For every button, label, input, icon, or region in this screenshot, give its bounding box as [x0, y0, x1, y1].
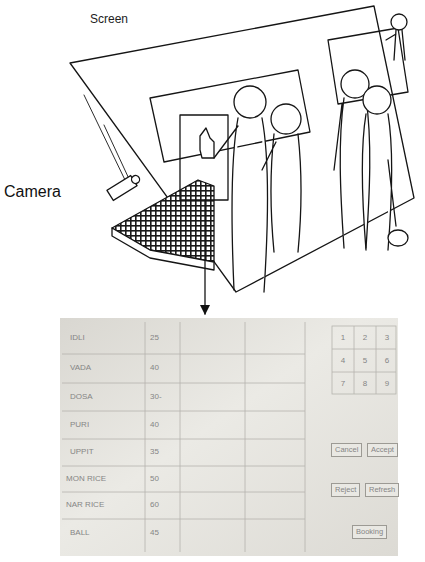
menu-item: NAR RICE	[66, 501, 104, 510]
button-box: Cancel	[331, 443, 362, 457]
button-label: Reject	[335, 486, 356, 494]
menu-item: MON RICE	[66, 475, 106, 484]
camera-base	[112, 228, 214, 270]
screen-photo	[60, 318, 398, 556]
menu-price: 25	[150, 334, 159, 343]
button-label: Refresh	[369, 486, 395, 494]
table-rule	[180, 322, 181, 552]
table-rule	[305, 322, 306, 552]
figure-label: Camera	[4, 183, 61, 201]
projected-panel	[150, 70, 310, 162]
keypad-digit: 5	[363, 357, 367, 366]
person-head	[391, 14, 407, 30]
person-body	[362, 114, 396, 250]
zoom-arrow	[204, 200, 205, 314]
table-rule	[62, 383, 305, 384]
menu-price: 60	[150, 501, 159, 510]
projection-ray	[104, 125, 130, 181]
screen-outline	[70, 6, 414, 292]
menu-item: UPPIT	[70, 448, 94, 457]
table-rule	[62, 411, 305, 412]
person	[262, 104, 301, 252]
handbag	[388, 230, 408, 246]
keypad-rule	[332, 372, 396, 373]
table-rule	[245, 322, 246, 552]
table-rule	[62, 466, 305, 467]
sketch	[70, 6, 414, 314]
keypad-rule	[332, 349, 396, 350]
button-label: Booking	[356, 528, 383, 536]
keypad-digit: 4	[341, 357, 345, 366]
person-body	[262, 134, 301, 252]
person-body	[206, 118, 268, 292]
button-label: Accept	[371, 446, 394, 454]
button-box: Booking	[352, 525, 387, 539]
keypad-digit: 7	[341, 380, 345, 389]
menu-price: 40	[150, 421, 159, 430]
keypad-digit: 1	[341, 334, 345, 343]
keypad-digit: 8	[363, 380, 367, 389]
menu-item: BALL	[70, 529, 90, 538]
menu-item: IDLI	[70, 334, 85, 343]
projection-ray	[84, 95, 126, 182]
button-label: Cancel	[335, 446, 358, 454]
camera-array	[112, 180, 214, 262]
keypad-rule	[376, 326, 377, 394]
table-rule	[62, 492, 305, 493]
thumbs-up-hand	[200, 128, 214, 158]
menu-item: PURI	[70, 421, 89, 430]
menu-table-lines	[62, 322, 305, 552]
menu-price: 35	[150, 448, 159, 457]
button-box: Refresh	[365, 483, 399, 497]
button-box: Reject	[331, 483, 360, 497]
keypad-digit: 6	[385, 357, 389, 366]
person	[386, 14, 407, 60]
keypad-digit: 9	[385, 380, 389, 389]
menu-item: VADA	[70, 364, 91, 373]
photo-ground	[60, 318, 398, 556]
menu-price: 30-	[150, 393, 162, 402]
menu-price: 50	[150, 475, 159, 484]
camera-symbol	[107, 172, 142, 200]
person-head	[363, 86, 391, 114]
table-rule	[62, 519, 305, 520]
table-rule	[145, 322, 146, 552]
person-head	[271, 104, 301, 134]
person	[200, 86, 268, 292]
menu-price: 45	[150, 529, 159, 538]
highlight-box	[180, 115, 228, 200]
keypad-rule	[354, 326, 355, 394]
keypad-digit: 2	[363, 334, 367, 343]
table-rule	[62, 439, 305, 440]
person	[362, 86, 408, 250]
figure-label: Screen	[90, 13, 128, 26]
person-body	[386, 30, 405, 60]
menu-item: DOSA	[70, 393, 93, 402]
table-rule	[62, 354, 305, 355]
keypad-frame	[332, 326, 396, 394]
keypad-grid	[332, 326, 396, 394]
person-head	[234, 86, 266, 118]
camera-lens	[130, 174, 141, 185]
keypad-digit: 3	[385, 334, 389, 343]
button-box: Accept	[367, 443, 398, 457]
menu-price: 40	[150, 364, 159, 373]
